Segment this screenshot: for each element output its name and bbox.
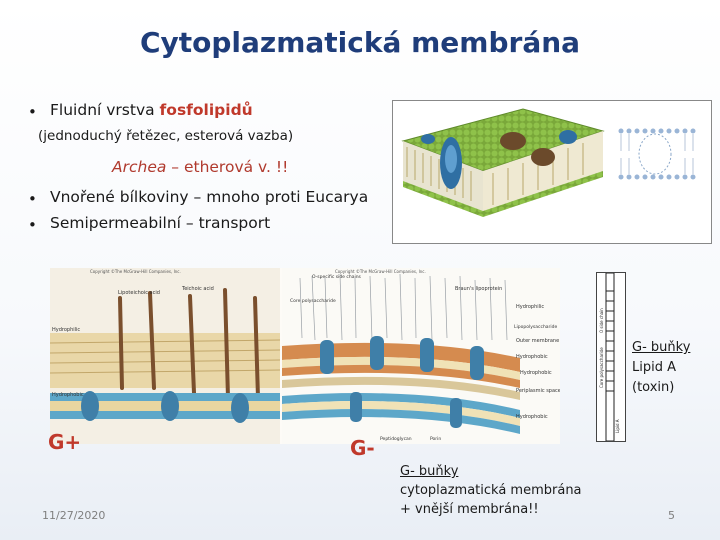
label-outer-membrane: Outer membrane xyxy=(516,338,559,344)
label-braun: Braun's lipoprotein xyxy=(455,286,502,292)
slide-number: 5 xyxy=(668,509,675,522)
label-teichoic-acid: Teichoic acid xyxy=(181,286,214,292)
gram-negative-note-line: G- buňky xyxy=(400,464,459,479)
lipid-a-note-line: Lipid A xyxy=(632,360,676,375)
lipid-a-note-line: (toxin) xyxy=(632,380,675,395)
label-copyright-left: Copyright ©The McGraw-Hill Companies, In… xyxy=(90,269,181,274)
lipid-a-schematic: O side chain Core polysaccharide Lipid A xyxy=(596,272,626,442)
gram-negative-label: G- xyxy=(350,436,375,460)
label-gpos-hydrophilic: Hydrophilic xyxy=(52,327,80,333)
bullet-semipermeable: Semipermeabilní – transport xyxy=(50,214,271,232)
label-copyright-right: Copyright ©The McGraw-Hill Companies, In… xyxy=(335,269,426,274)
lipid-a-note: G- buňky Lipid A (toxin) xyxy=(632,338,690,398)
slide-date: 11/27/2020 xyxy=(42,509,106,522)
bullet-proteins: Vnořené bílkoviny – mnoho proti Eucarya xyxy=(50,188,369,206)
gram-positive-label: G+ xyxy=(48,430,82,454)
label-lipopolysaccharide: Lipopolysaccharide xyxy=(514,324,558,330)
label-periplasmic: Periplasmic space xyxy=(516,388,560,394)
label-gneg-hydrophilic: Hydrophilic xyxy=(516,304,544,310)
label-lipoteichoic-acid: Lipoteichoic acid xyxy=(118,290,160,296)
archea-word: Archea xyxy=(112,158,167,176)
gram-negative-note-line: + vnější membrána!! xyxy=(400,502,539,517)
bullet-marker: • xyxy=(28,103,37,121)
lipid-a-bar: O side chain Core polysaccharide Lipid A xyxy=(599,273,620,441)
cell-wall-figure: Lipoteichoic acid Teichoic acid Hydrophi… xyxy=(50,268,560,444)
membrane-model-illustration xyxy=(401,108,703,217)
label-gpos-hydrophobic: Hydrophobic xyxy=(52,392,84,398)
slide-title: Cytoplazmatická membrána xyxy=(139,26,581,59)
label-gneg-hydrophobic-2: Hydrophobic xyxy=(520,370,552,376)
label-core-poly-vertical: Core polysaccharide xyxy=(599,347,604,388)
label-core-polysaccharide: Core polysaccharide xyxy=(290,298,336,304)
label-o-side-chain: O side chain xyxy=(599,308,604,333)
bullet-text: Fluidní vrstva xyxy=(50,101,160,119)
gram-negative-note: G- buňky cytoplazmatická membrána + vněj… xyxy=(400,462,582,519)
label-gneg-hydrophobic-3: Hydrophobic xyxy=(516,414,548,420)
label-o-specific: O-specific side chains xyxy=(312,274,362,280)
phospholipid-emphasis: fosfolipidů xyxy=(159,101,253,119)
label-gneg-hydrophobic: Hydrophobic xyxy=(516,354,548,360)
archea-note: Archea – etherová v. !! xyxy=(112,158,288,176)
ester-note: (jednoduchý řetězec, esterová vazba) xyxy=(38,128,294,144)
lipid-a-note-line: G- buňky xyxy=(632,340,691,355)
bullet-marker: • xyxy=(28,190,37,208)
label-porin: Porin xyxy=(430,436,441,442)
label-peptidoglycan: Peptidoglycan xyxy=(380,436,412,442)
bullet-phospholipids: Fluidní vrstva fosfolipidů xyxy=(50,101,253,119)
bilayer-detail-schematic xyxy=(615,121,703,191)
bullet-marker: • xyxy=(28,216,37,234)
membrane-model-figure xyxy=(392,100,712,244)
archea-rest: – etherová v. !! xyxy=(166,158,289,176)
cell-wall-illustration: Lipoteichoic acid Teichoic acid Hydrophi… xyxy=(50,268,560,444)
gram-negative-note-line: cytoplazmatická membrána xyxy=(400,483,582,498)
label-lipid-a: Lipid A xyxy=(615,419,620,433)
